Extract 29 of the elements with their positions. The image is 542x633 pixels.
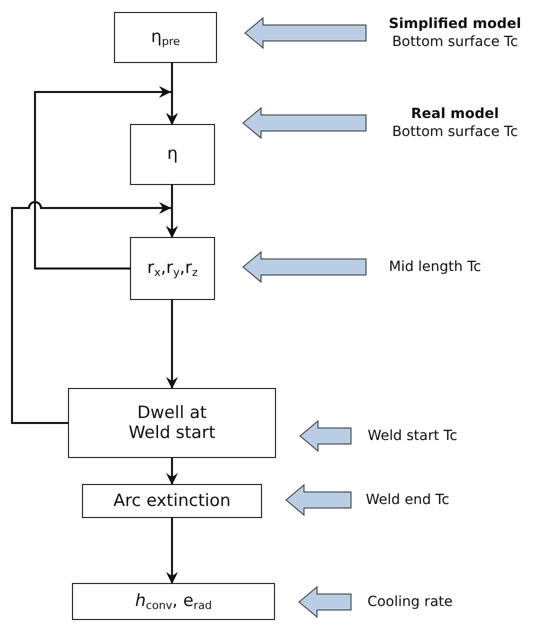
annotation-text: Bottom surface Tc (392, 123, 518, 142)
annotation-text: Weld start Tc (368, 426, 458, 446)
block-arrow (298, 586, 352, 618)
process-box (130, 124, 215, 185)
annotation-text: Real model (411, 104, 499, 123)
block-arrow (242, 106, 366, 140)
annotation-text: Bottom surface Tc (392, 33, 518, 52)
annotation-text: Weld end Tc (366, 490, 450, 510)
annotation-text: Mid length Tc (388, 258, 482, 276)
block-arrow (285, 484, 352, 516)
box-label: η$_{pre}$ (151, 27, 180, 48)
block-arrow (242, 250, 366, 284)
process-box (130, 237, 215, 300)
box-label: r$_{x}$,r$_{y}$,r$_{z}$ (147, 258, 198, 279)
box-label: h$_{conv}$, e$_{rad}$ (135, 591, 212, 612)
arrow (166, 300, 178, 389)
block-arrow (299, 420, 352, 452)
process-box (114, 12, 217, 63)
arrow (166, 518, 178, 584)
annotation-text: Cooling rate (367, 592, 453, 612)
annotation-text: Simplified model (388, 14, 522, 33)
process-box (82, 484, 262, 518)
block-arrow (244, 16, 366, 50)
box-label: Arc extinction (113, 490, 231, 512)
process-box (68, 388, 276, 458)
box-label: Dwell at Weld start (128, 402, 216, 444)
arrow (166, 458, 178, 485)
process-box (72, 583, 275, 620)
box-label: η (167, 144, 178, 165)
